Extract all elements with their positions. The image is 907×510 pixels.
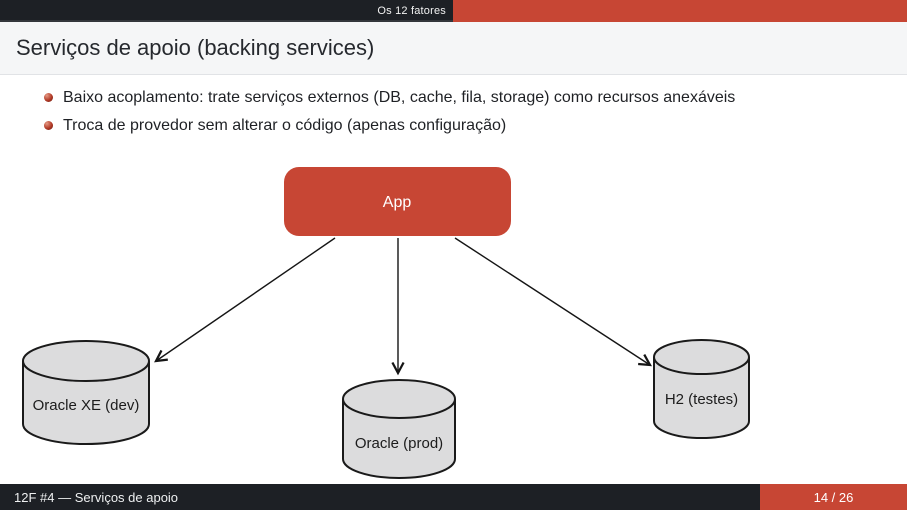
frame-title-band: Serviços de apoio (backing services) — [0, 22, 907, 75]
section-title: Os 12 fatores — [377, 5, 446, 17]
bullet-ball-icon — [44, 93, 53, 102]
bullet-text: Baixo acoplamento: trate serviços extern… — [63, 89, 736, 106]
arrow-app-to-oracle-xe — [154, 237, 336, 363]
footer-bar: 12F #4 — Serviços de apoio 14 / 26 — [0, 484, 907, 510]
db-node-label: Oracle (prod) — [355, 435, 443, 452]
app-node: App — [284, 167, 511, 236]
db-node-oracle-xe-dev: Oracle XE (dev) — [22, 340, 150, 445]
bullet-text: Troca de provedor sem alterar o código (… — [63, 117, 507, 134]
db-node-label: H2 (testes) — [665, 391, 738, 408]
db-node-oracle-prod: Oracle (prod) — [342, 379, 456, 479]
page-number: 14 / 26 — [813, 489, 854, 505]
app-node-label: App — [383, 194, 412, 211]
top-navigation-bar: Os 12 fatores — [0, 0, 907, 22]
bullet-item: Troca de provedor sem alterar o código (… — [44, 116, 735, 135]
arrows — [154, 237, 652, 376]
backing-services-diagram: App Oracle XE (dev) Oracle (prod) H2 (te… — [22, 167, 750, 479]
footer-title: 12F #4 — Serviços de apoio — [14, 489, 179, 505]
top-bar-section: Os 12 fatores — [0, 0, 453, 22]
bullet-ball-icon — [44, 121, 53, 130]
top-bar-accent — [453, 0, 907, 22]
db-node-label: Oracle XE (dev) — [33, 397, 140, 414]
bullet-list: Baixo acoplamento: trate serviços extern… — [0, 88, 755, 144]
bullet-item: Baixo acoplamento: trate serviços extern… — [44, 88, 735, 107]
arrow-app-to-h2 — [454, 237, 652, 367]
db-node-h2-testes: H2 (testes) — [653, 339, 750, 439]
page-indicator: 14 / 26 — [760, 484, 907, 510]
slide-title: Serviços de apoio (backing services) — [16, 35, 375, 60]
